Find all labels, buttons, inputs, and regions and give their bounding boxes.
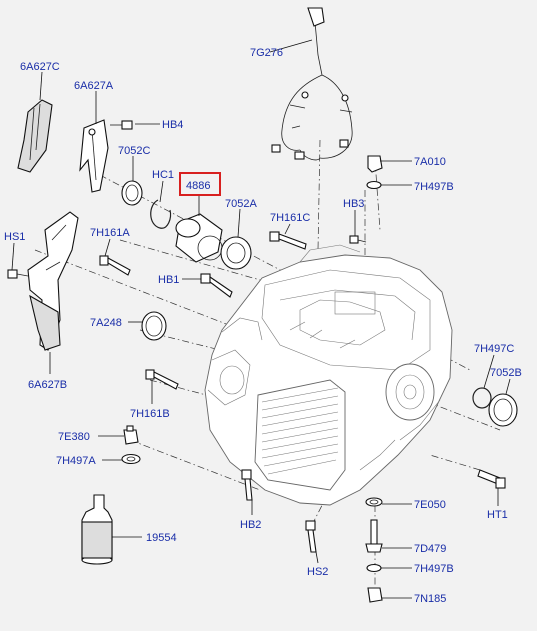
plug-7n185 [367, 587, 383, 603]
washer-7e050 [365, 497, 383, 507]
bolt-hb1 [200, 273, 233, 298]
label-7e380: 7E380 [58, 431, 90, 443]
label-7h161c: 7H161C [270, 212, 310, 224]
label-ht1: HT1 [487, 509, 508, 521]
bolt-7h161c [269, 231, 307, 250]
bolt-hs1 [7, 269, 29, 279]
part-4886-sleeve [175, 213, 223, 263]
wiring-harness [271, 7, 353, 161]
seal-7052b [488, 393, 518, 427]
plug-7a010 [367, 155, 383, 173]
seal-7052a [220, 236, 252, 270]
washer-7h497a [121, 453, 141, 465]
label-6a627c: 6A627C [20, 61, 60, 73]
label-7052a: 7052A [225, 198, 257, 210]
bolt-hb3 [349, 235, 367, 244]
ring-7a248 [141, 311, 167, 341]
label-7n185: 7N185 [414, 593, 446, 605]
label-19554: 19554 [146, 532, 177, 544]
label-7a248: 7A248 [90, 317, 122, 329]
label-hs2: HS2 [307, 566, 328, 578]
label-hb2: HB2 [240, 519, 261, 531]
seal-7h497c [472, 387, 492, 409]
label-hs1: HS1 [4, 231, 25, 243]
bracket-6a627b [27, 211, 79, 351]
washer-7h497b-bottom [366, 563, 382, 573]
label-6a627b: 6A627B [28, 379, 67, 391]
label-7052c: 7052C [118, 145, 150, 157]
bolt-7h161a [99, 255, 131, 276]
label-hb3: HB3 [343, 198, 364, 210]
washer-7h497b-top [366, 180, 382, 190]
highlight-box-4886 [179, 172, 221, 196]
label-7052b: 7052B [490, 367, 522, 379]
label-7h161b: 7H161B [130, 408, 170, 420]
bolt-ht1 [477, 469, 506, 489]
oil-pan-ribs [261, 387, 339, 475]
bracket-6a627a [79, 119, 109, 193]
label-7h497a: 7H497A [56, 455, 96, 467]
tube-7d479 [365, 519, 383, 553]
label-7g276: 7G276 [250, 47, 283, 59]
transmission-case [204, 244, 453, 506]
bolt-hb2 [241, 469, 253, 501]
label-hc1: HC1 [152, 169, 174, 181]
label-7h497b-top: 7H497B [414, 181, 454, 193]
label-7e050: 7E050 [414, 499, 446, 511]
plug-7e380 [123, 425, 139, 445]
snap-ring-hc1 [150, 199, 172, 229]
seal-7052c [121, 180, 143, 206]
label-hb1: HB1 [158, 274, 179, 286]
bolt-7h161b [145, 369, 179, 390]
label-7h497b-bottom: 7H497B [414, 563, 454, 575]
label-6a627a: 6A627A [74, 80, 114, 92]
label-7a010: 7A010 [414, 156, 446, 168]
bottle-19554 [81, 494, 113, 565]
part-labels: 7G276 6A627C 6A627A HB4 7052C HC1 4886 7… [4, 47, 522, 605]
bracket-6a627c [17, 99, 53, 173]
label-4886: 4886 [186, 180, 210, 192]
label-hb4: HB4 [162, 119, 183, 131]
label-7d479: 7D479 [414, 543, 446, 555]
bolt-hs2 [305, 520, 317, 553]
bolt-hb4 [110, 120, 133, 130]
label-7h497c: 7H497C [474, 343, 514, 355]
leader-lines [11, 39, 511, 599]
label-7h161a: 7H161A [90, 227, 130, 239]
